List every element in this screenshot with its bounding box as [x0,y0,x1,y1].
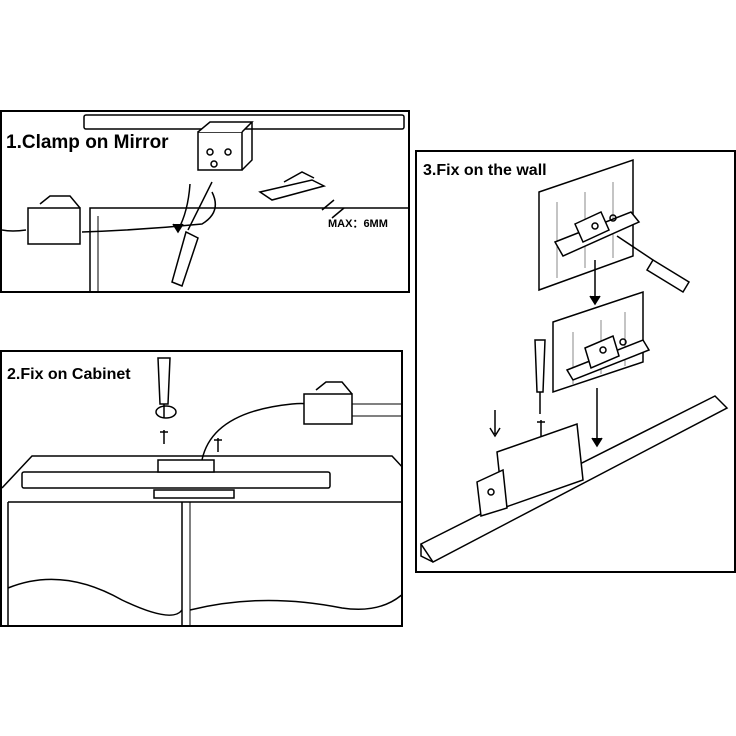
panel-title: 2.Fix on Cabinet [7,366,131,383]
panel-fix-on-cabinet: 2.Fix on Cabinet [0,350,403,627]
max-thickness-label: MAX：6MM [328,218,388,230]
panel-title: 3.Fix on the wall [423,162,547,179]
clamp-on-mirror-illustration [2,114,408,291]
panel-fix-on-the-wall: 3.Fix on the wall [415,150,736,573]
panel-clamp-on-mirror: 1.Clamp on Mirror MAX：6MM [0,110,410,293]
panel-title: 1.Clamp on Mirror [6,132,169,153]
fix-on-the-wall-illustration [419,158,729,563]
fix-on-cabinet-illustration [2,357,401,625]
